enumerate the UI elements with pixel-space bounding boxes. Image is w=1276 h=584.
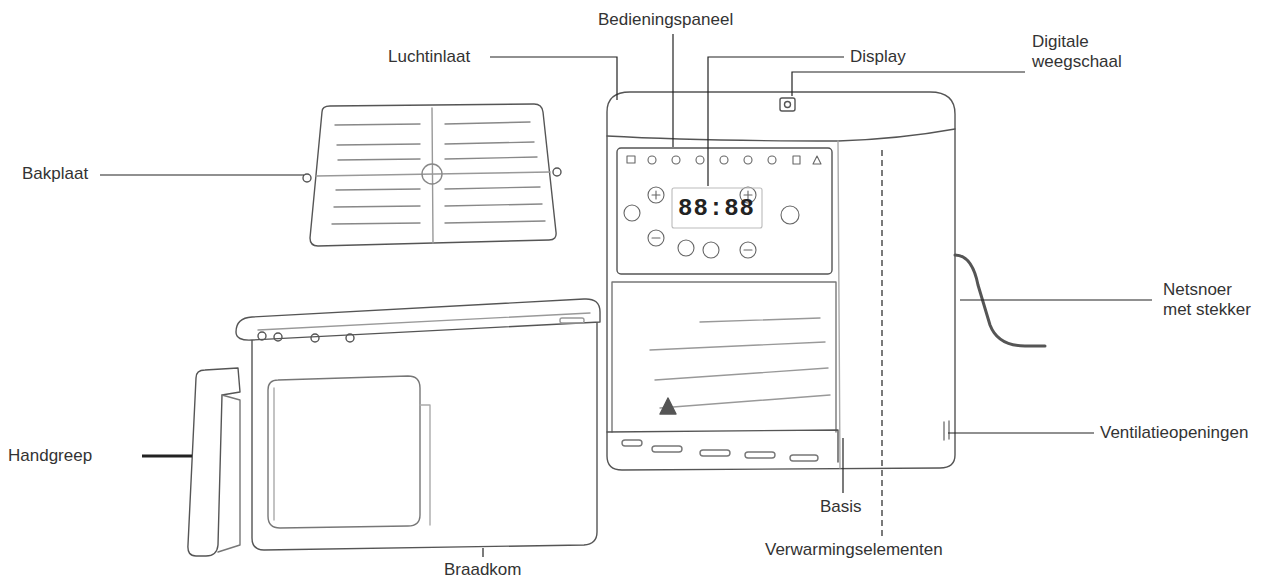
part-label: Bedieningspaneel xyxy=(598,10,733,30)
airfryer-housing xyxy=(607,92,955,470)
part-label: Verwarmingselementen xyxy=(765,540,943,560)
leader-line xyxy=(842,438,843,493)
leader-line xyxy=(960,299,1152,300)
display-digits: 88:88 xyxy=(678,195,755,224)
leader-line xyxy=(708,57,844,186)
part-label: Handgreep xyxy=(8,446,92,466)
part-label: Digitale weegschaal xyxy=(1032,32,1132,73)
leader-line xyxy=(142,455,192,458)
leader-line xyxy=(948,432,1094,433)
cavity-and-base xyxy=(607,282,949,462)
part-label: Luchtinlaat xyxy=(388,47,470,67)
leader-line xyxy=(881,150,882,536)
leader-line xyxy=(490,57,617,100)
part-label: Netsnoer met stekker xyxy=(1163,280,1259,321)
part-label: Bakplaat xyxy=(22,164,88,184)
leader-line xyxy=(792,72,1025,96)
part-label: Display xyxy=(850,47,906,67)
control-panel xyxy=(617,148,832,274)
part-label: Ventilatieopeningen xyxy=(1100,423,1248,443)
baking-plate xyxy=(303,104,561,246)
leader-line xyxy=(100,174,304,175)
leader-line xyxy=(672,34,673,147)
part-label: Basis xyxy=(820,497,862,517)
leader-lines xyxy=(100,34,1152,557)
frying-basket xyxy=(188,299,600,556)
part-label: Braadkom xyxy=(444,560,521,580)
leader-line xyxy=(482,548,483,557)
